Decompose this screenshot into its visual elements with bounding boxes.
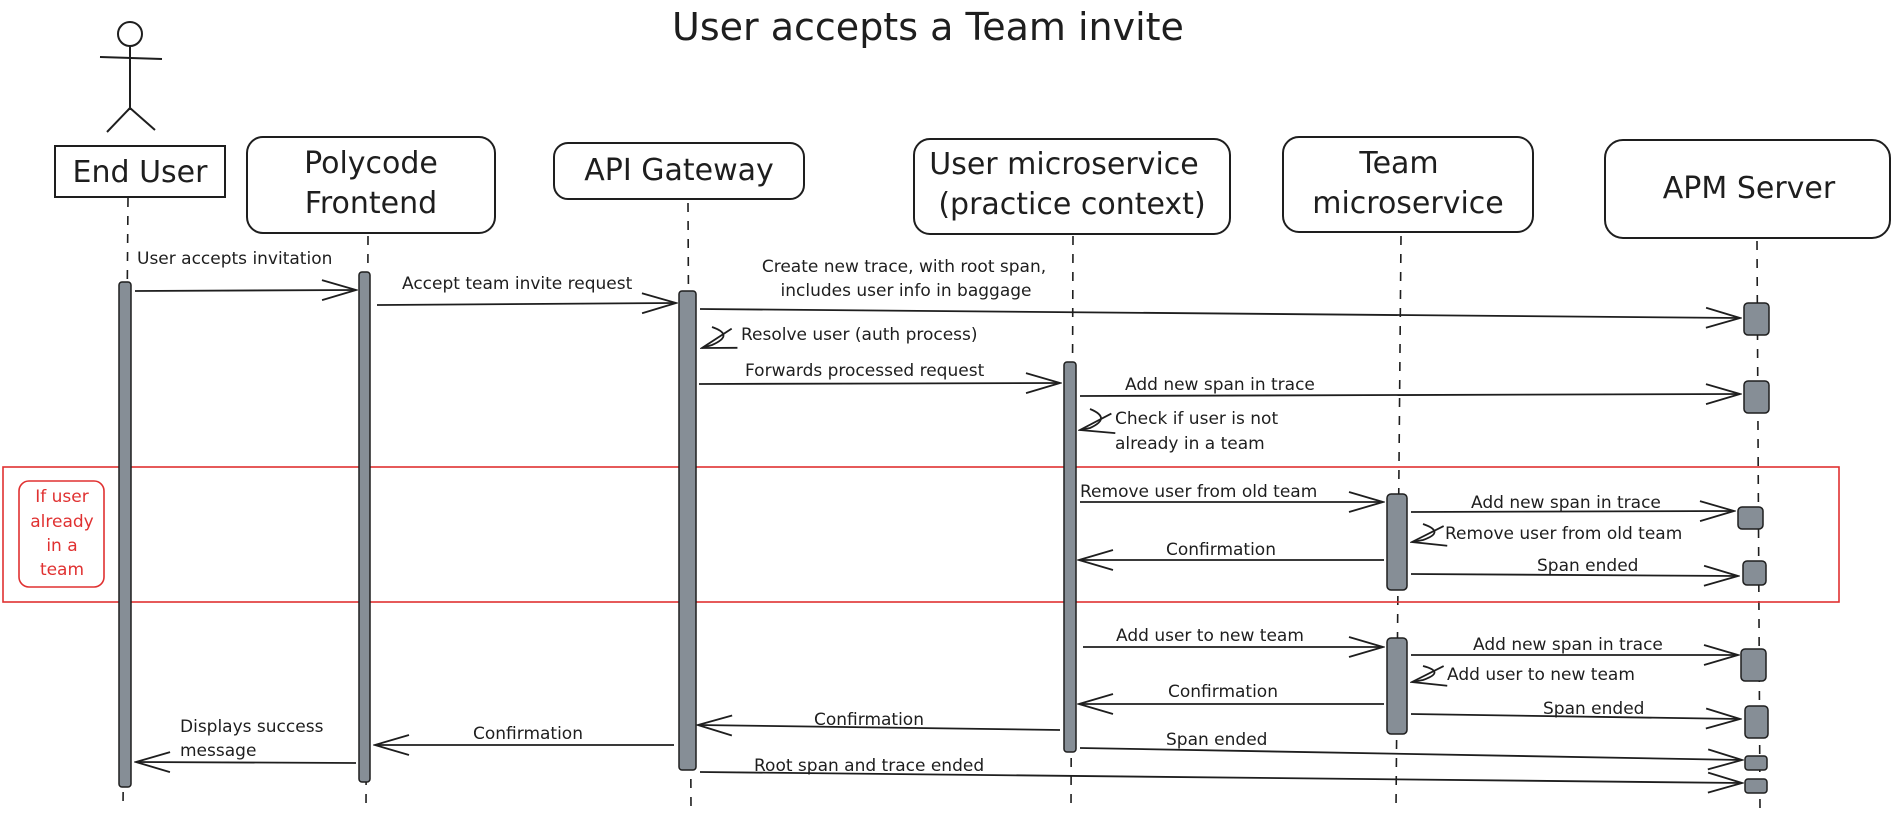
conditional-fragment: [2, 466, 1840, 603]
participant-user-ms-box: [913, 138, 1231, 235]
message-label-m11: Confirmation: [1166, 540, 1276, 560]
fragment-condition-label: If user: [35, 487, 88, 507]
fragment-condition-label: team: [40, 560, 84, 580]
arrow-m5: [698, 383, 1060, 384]
arrow-m15: [1412, 665, 1435, 682]
diagram-title: User accepts a Team invite: [672, 5, 1184, 49]
arrow-m7: [1080, 408, 1101, 430]
participant-frontend-box: [246, 136, 496, 234]
activation-team-ms-1: [1386, 493, 1408, 591]
activation-apm-2: [1743, 380, 1770, 414]
message-label-m5: Forwards processed request: [745, 361, 985, 381]
arrow-m1: [134, 290, 356, 291]
activation-gateway: [678, 290, 697, 771]
participant-frontend-label: Frontend: [305, 186, 437, 221]
participant-team-ms-box: [1282, 136, 1534, 233]
activation-apm-7: [1744, 755, 1768, 771]
message-label-m21: Displays success: [180, 717, 324, 737]
participant-user-ms-label: (practice context): [938, 187, 1205, 222]
message-label-m16: Confirmation: [1168, 682, 1278, 702]
participant-gateway-label: API Gateway: [584, 153, 774, 188]
arrow-m6: [1079, 394, 1740, 396]
message-label-m8: Remove user from old team: [1080, 482, 1317, 502]
arrow-m10: [1412, 523, 1435, 542]
message-label-m12: Span ended: [1537, 556, 1638, 576]
arrow-m2: [376, 303, 676, 305]
fragment-condition-box: [18, 480, 105, 588]
activation-user-ms: [1063, 361, 1077, 753]
participant-user-ms-label: User microservice: [929, 147, 1198, 182]
arrow-m18: [698, 725, 1061, 730]
participant-apm-label: APM Server: [1663, 171, 1836, 206]
message-label-m14: Add new span in trace: [1473, 635, 1663, 655]
message-label-m3: Create new trace, with root span,: [762, 257, 1046, 277]
actor-icon: [99, 21, 163, 133]
participant-frontend-label: Polycode: [304, 146, 438, 181]
arrow-m4: [702, 326, 724, 348]
arrow-m9: [1410, 511, 1734, 512]
message-label-m10: Remove user from old team: [1445, 524, 1682, 544]
activation-end-user: [118, 281, 132, 788]
arrow-m3: [699, 309, 1740, 318]
fragment-condition-label: in a: [46, 536, 77, 556]
message-label-m3: includes user info in baggage: [781, 281, 1032, 301]
message-label-m19: Span ended: [1166, 730, 1267, 750]
activation-apm-8: [1744, 778, 1768, 794]
participant-end-user-label: End User: [73, 155, 209, 190]
message-label-m4: Resolve user (auth process): [741, 325, 978, 345]
message-label-m18: Confirmation: [814, 710, 924, 730]
message-label-m1: User accepts invitation: [137, 249, 332, 269]
message-label-m20: Confirmation: [473, 724, 583, 744]
activation-frontend: [358, 271, 371, 783]
message-label-m9: Add new span in trace: [1471, 493, 1661, 513]
message-label-m7: already in a team: [1115, 434, 1265, 454]
message-label-m15: Add user to new team: [1447, 665, 1635, 685]
activation-apm-4: [1742, 560, 1767, 586]
activation-apm-1: [1743, 302, 1770, 336]
arrow-m21: [136, 762, 357, 763]
arrow-m17: [1410, 714, 1740, 719]
arrow-m12: [1410, 574, 1738, 576]
activation-apm-5: [1740, 648, 1767, 682]
activation-team-ms-2: [1386, 637, 1408, 735]
message-label-m22: Root span and trace ended: [754, 756, 984, 776]
participant-team-ms-label: Team: [1358, 146, 1438, 181]
fragment-condition-label: already: [30, 512, 93, 532]
participant-end-user-box: [54, 145, 226, 198]
arrow-m22: [699, 771, 1742, 783]
message-label-m7: Check if user is not: [1115, 409, 1278, 429]
participant-apm-box: [1604, 139, 1891, 239]
message-label-m6: Add new span in trace: [1125, 375, 1315, 395]
message-label-m13: Add user to new team: [1116, 626, 1304, 646]
participant-gateway-box: [553, 142, 805, 200]
activation-apm-6: [1744, 705, 1769, 739]
message-label-m21: message: [180, 741, 256, 761]
participant-team-ms-label: microservice: [1312, 186, 1504, 221]
arrow-m19: [1079, 747, 1742, 760]
activation-apm-3: [1737, 506, 1764, 530]
message-label-m17: Span ended: [1543, 699, 1644, 719]
message-label-m2: Accept team invite request: [402, 274, 633, 294]
